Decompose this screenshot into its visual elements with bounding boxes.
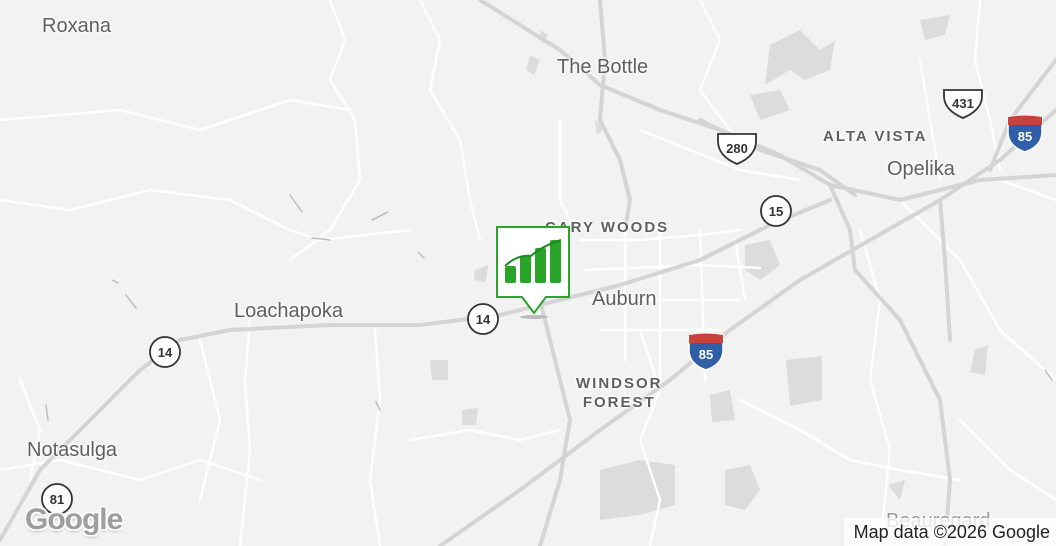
map-attribution[interactable]: Map data ©2026 Google <box>843 518 1056 546</box>
park-areas <box>430 15 988 520</box>
place-cary-woods: CARY WOODS <box>545 219 670 236</box>
place-opelika: Opelika <box>887 158 955 180</box>
i-85-center-label: 85 <box>699 347 713 362</box>
place-notasulga: Notasulga <box>27 439 118 461</box>
signal-bars-icon <box>504 239 562 283</box>
google-logo[interactable]: Google <box>25 503 123 536</box>
place-windsor-forest-line2: FOREST <box>582 394 656 411</box>
us-431-shield: 431 <box>943 89 983 119</box>
al-15-label: 15 <box>769 204 783 219</box>
map-ticks <box>45 194 1053 421</box>
al-14-center-shield: 14 <box>467 303 499 335</box>
place-alta-vista: ALTA VISTA <box>823 128 928 145</box>
place-loachapoka: Loachapoka <box>234 300 343 322</box>
place-auburn: Auburn <box>592 288 657 310</box>
location-marker[interactable] <box>496 226 574 321</box>
us-431-label: 431 <box>952 96 974 111</box>
al-14-west-shield: 14 <box>149 336 181 368</box>
us-280-shield: 280 <box>717 133 757 165</box>
al-14-center-label: 14 <box>476 312 491 327</box>
al-15-shield: 15 <box>760 195 792 227</box>
al-81-label: 81 <box>50 492 64 507</box>
place-roxana: Roxana <box>42 15 111 37</box>
place-windsor-forest-line1: WINDSOR <box>576 375 663 392</box>
place-windsor-forest: WINDSOR FOREST <box>576 374 663 412</box>
us-280-label: 280 <box>726 141 748 156</box>
place-the-bottle: The Bottle <box>557 56 649 78</box>
i-85-east-shield: 85 <box>1007 114 1043 153</box>
al-14-west-label: 14 <box>158 345 173 360</box>
i-85-center-shield: 85 <box>688 332 724 371</box>
i-85-east-label: 85 <box>1018 129 1032 144</box>
al-81-shield: 81 <box>41 483 73 515</box>
